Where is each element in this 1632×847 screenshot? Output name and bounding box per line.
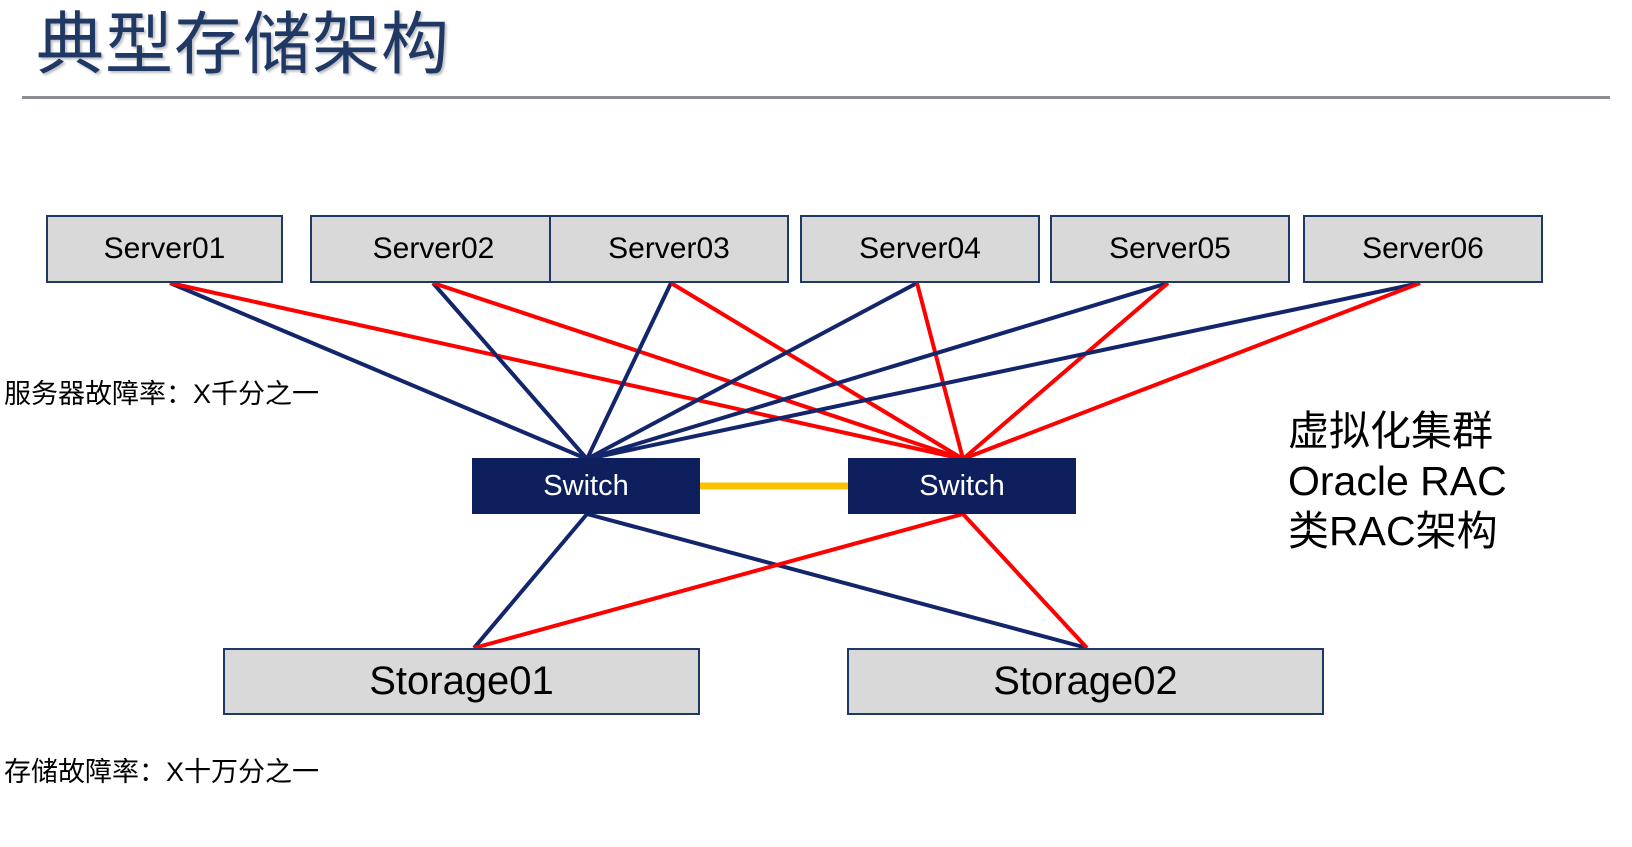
- server-node-2[interactable]: Server02: [310, 215, 557, 283]
- note-cluster-types: 虚拟化集群 Oracle RAC 类RAC架构: [1288, 406, 1507, 556]
- server-node-4-label: Server04: [859, 232, 981, 265]
- cluster-line-2: Oracle RAC: [1288, 458, 1507, 504]
- storage-node-2-label: Storage02: [993, 659, 1178, 703]
- switch-storage-links: [472, 512, 1089, 650]
- link-server3-switch1: [585, 282, 673, 460]
- link-server6-switch1: [586, 281, 1421, 461]
- server-node-5[interactable]: Server05: [1050, 215, 1290, 283]
- link-server3-switch2: [669, 281, 965, 461]
- storage-node-1[interactable]: Storage01: [223, 648, 700, 715]
- note-server-failure-rate: 服务器故障率：X千分之一: [4, 379, 320, 409]
- server-node-1[interactable]: Server01: [46, 215, 283, 283]
- server-node-4[interactable]: Server04: [800, 215, 1040, 283]
- title-divider: [22, 96, 1610, 99]
- server-node-2-label: Server02: [372, 232, 495, 265]
- storage-node-1-label: Storage01: [369, 659, 554, 703]
- page-title: 典型存储架构: [36, 7, 451, 83]
- cluster-line-3: 类RAC架构: [1288, 508, 1498, 554]
- server-node-5-label: Server05: [1109, 232, 1231, 265]
- cluster-line-1: 虚拟化集群: [1288, 408, 1493, 454]
- switch-node-2-label: Switch: [919, 469, 1005, 502]
- server-node-6-label: Server06: [1362, 232, 1484, 265]
- link-server6-switch2: [962, 281, 1421, 461]
- link-server1-switch2: [169, 281, 964, 461]
- note-storage-failure-rate: 存储故障率：X十万分之一: [4, 757, 320, 787]
- link-switch1-storage1: [472, 512, 589, 650]
- link-server5-switch2: [961, 281, 1170, 461]
- link-server2-switch2: [432, 281, 964, 461]
- server-node-3-label: Server03: [608, 232, 730, 265]
- link-server1-switch1: [169, 281, 588, 461]
- link-server4-switch1: [586, 281, 918, 461]
- switch-node-1[interactable]: Switch: [472, 458, 700, 514]
- switch-node-1-label: Switch: [543, 469, 629, 502]
- storage-node-2[interactable]: Storage02: [847, 648, 1324, 715]
- server-node-1-label: Server01: [103, 232, 226, 265]
- link-server4-switch2: [915, 282, 965, 460]
- switch-node-2[interactable]: Switch: [848, 458, 1076, 514]
- link-switch1-storage2: [586, 512, 1088, 650]
- server-node-3[interactable]: Server03: [549, 215, 789, 283]
- link-server2-switch1: [431, 281, 589, 461]
- link-switch2-storage1: [473, 512, 964, 650]
- server-node-6[interactable]: Server06: [1303, 215, 1543, 283]
- server-switch-links: [169, 281, 1421, 461]
- link-switch2-storage2: [961, 512, 1089, 650]
- link-server5-switch1: [586, 281, 1169, 461]
